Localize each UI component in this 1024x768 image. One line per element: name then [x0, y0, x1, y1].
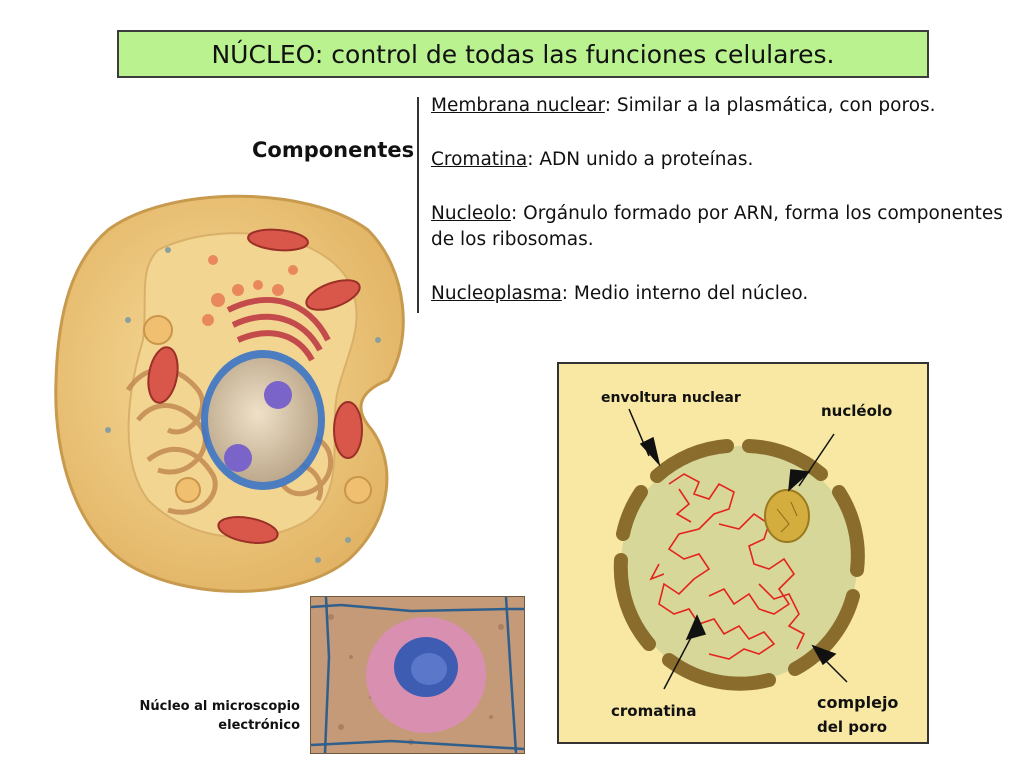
- micrograph-caption: Núcleo al microscopio electrónico: [100, 697, 300, 735]
- nucleolus: [224, 444, 252, 472]
- chromatin-strands: [649, 473, 806, 660]
- golgi-apparatus: [226, 297, 331, 362]
- vesicles: [202, 255, 298, 326]
- nucleus: [201, 350, 325, 490]
- label-nucleolo: nucléolo: [821, 402, 892, 420]
- bracket-line: [417, 97, 419, 313]
- component-term: Membrana nuclear: [431, 95, 605, 116]
- animal-cell-illustration: [48, 190, 418, 600]
- component-desc: : Orgánulo formado por ARN, forma los co…: [431, 203, 1003, 250]
- label-cromatina: cromatina: [611, 702, 696, 720]
- schema-arrows: [628, 408, 848, 690]
- nucleus-schema: envoltura nuclear nucléolo cromatina com…: [557, 362, 929, 744]
- component-term: Nucleolo: [431, 203, 512, 224]
- component-desc: : Medio interno del núcleo.: [561, 283, 809, 304]
- micrograph-caption-line2: electrónico: [218, 718, 300, 733]
- component-desc: : ADN unido a proteínas.: [527, 149, 754, 170]
- micrograph-caption-line1: Núcleo al microscopio: [139, 699, 300, 714]
- component-nucleoplasma: Nucleoplasma: Medio interno del núcleo.: [431, 281, 1011, 307]
- page-title: NÚCLEO: control de todas las funciones c…: [117, 30, 929, 78]
- lysosomes: [143, 315, 372, 504]
- components-list: Membrana nuclear: Similar a la plasmátic…: [431, 93, 1011, 335]
- component-nucleolo: Nucleolo: Orgánulo formado por ARN, form…: [431, 201, 1011, 253]
- nucleolus-shape: [764, 489, 810, 543]
- components-heading: Componentes: [252, 138, 415, 162]
- component-cromatina: Cromatina: ADN unido a proteínas.: [431, 147, 1011, 173]
- mitochondria: [147, 228, 363, 544]
- label-del-poro: del poro: [817, 718, 887, 736]
- label-complejo: complejo: [817, 693, 898, 712]
- nucleolus: [264, 381, 292, 409]
- electron-micrograph: [310, 596, 525, 754]
- label-envoltura-nuclear: envoltura nuclear: [601, 390, 741, 406]
- component-desc: : Similar a la plasmática, con poros.: [604, 95, 936, 116]
- component-term: Nucleoplasma: [431, 283, 562, 304]
- component-term: Cromatina: [431, 149, 528, 170]
- component-membrana: Membrana nuclear: Similar a la plasmátic…: [431, 93, 1011, 119]
- nuclear-envelope: [613, 439, 865, 691]
